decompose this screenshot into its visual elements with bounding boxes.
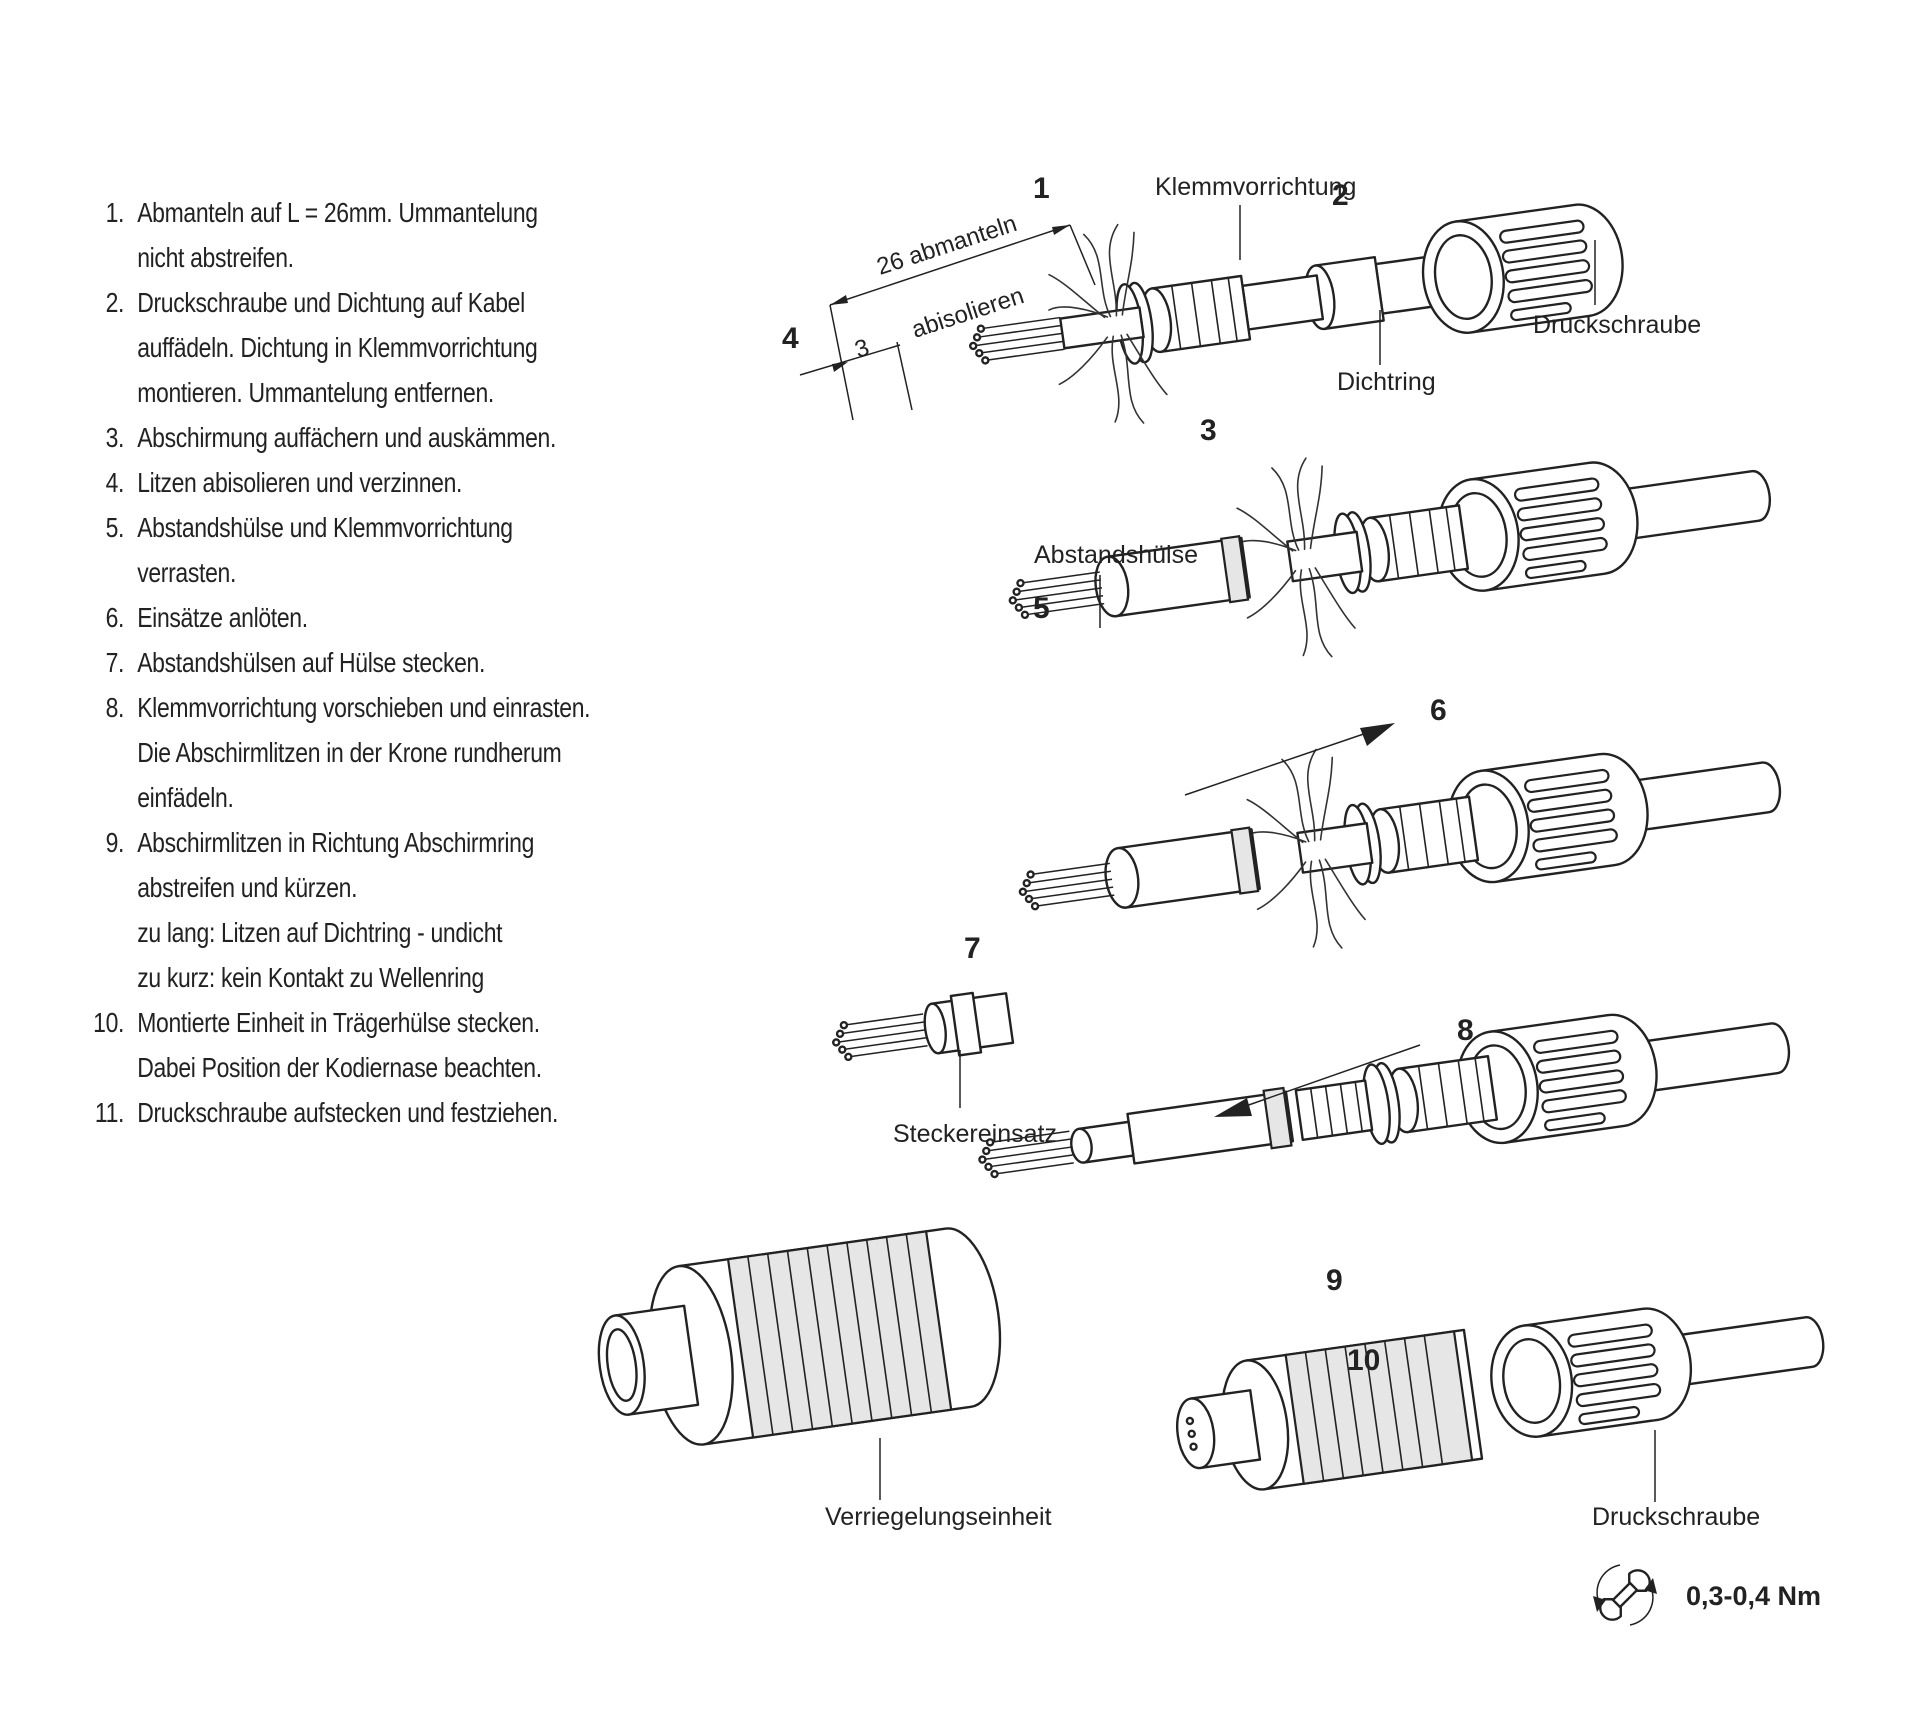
instruction-item: 10. Montierte Einheit in Trägerhülse stec… xyxy=(88,1000,547,1090)
instruction-text-line: Klemmvorrichtung vorschieben und einrast… xyxy=(137,692,591,723)
rotate-arrows-icon xyxy=(1593,1564,1657,1626)
instruction-text-line: montieren. Ummantelung entfernen. xyxy=(137,377,494,408)
instruction-item: 2. Druckschraube und Dichtung auf Kabel au… xyxy=(88,280,547,415)
instruction-text-line: Litzen abisolieren und verzinnen. xyxy=(137,467,463,498)
instruction-text-line: Die Abschirmlitzen in der Krone rundheru… xyxy=(137,737,562,768)
instruction-text-line: Druckschraube und Dichtung auf Kabel xyxy=(137,287,525,318)
instruction-item: 5. Abstandshülse und Klemmvorrichtung verr… xyxy=(88,505,547,595)
instruction-item: 1. Abmanteln auf L = 26mm. Ummantelung nic… xyxy=(88,190,547,280)
torque-value: 0,3-0,4 Nm xyxy=(1686,1581,1821,1611)
instruction-text-line: einfädeln. xyxy=(137,782,234,813)
instruction-text-line: Abstandshülsen auf Hülse stecken. xyxy=(137,647,486,678)
instruction-item: 11. Druckschraube aufstecken und festzieh… xyxy=(88,1090,559,1135)
instruction-text-line: Dabei Position der Kodiernase beachten. xyxy=(137,1052,542,1083)
instruction-text-line: Druckschraube aufstecken und festziehen. xyxy=(137,1097,559,1128)
label-druckschraube-bottom: Druckschraube xyxy=(1592,1503,1760,1531)
instruction-text-line: auffädeln. Dichtung in Klemmvorrichtung xyxy=(137,332,538,363)
instruction-number: 5. xyxy=(105,512,125,543)
step-number-9: 9 xyxy=(1326,1264,1343,1297)
instruction-number: 7. xyxy=(105,647,125,678)
step-number-4: 4 xyxy=(782,322,799,355)
step-number-6: 6 xyxy=(1430,694,1447,727)
instruction-number: 9. xyxy=(105,827,125,858)
arrow-push-right xyxy=(1184,723,1395,796)
arrow-push-left xyxy=(1214,1044,1421,1117)
druckschraube-nut-10 xyxy=(1483,1302,1700,1444)
verriegelungseinheit-part xyxy=(597,1227,1002,1446)
dimension-abmanteln: 26 abmanteln xyxy=(874,210,1021,281)
instruction-text-line: verrasten. xyxy=(137,557,237,588)
instruction-item: 9. Abschirmlitzen in Richtung Abschirmrin… xyxy=(88,820,547,1000)
dimension-abisolieren: abisolieren xyxy=(909,282,1028,344)
step-number-2: 2 xyxy=(1332,179,1349,212)
instruction-item: 7. Abstandshülsen auf Hülse stecken. xyxy=(88,640,547,685)
leader-lines xyxy=(879,205,1656,1502)
instruction-number: 2. xyxy=(105,287,125,318)
label-druckschraube-top: Druckschraube xyxy=(1533,311,1701,339)
instruction-text-line: Abschirmung auffächern und auskämmen. xyxy=(137,422,557,453)
instruction-number: 8. xyxy=(105,692,125,723)
label-abstandshuelse: Abstandshülse xyxy=(1034,541,1198,569)
instruction-text-line: nicht abstreifen. xyxy=(137,242,294,273)
dimension-lines xyxy=(799,224,1096,421)
instruction-number: 11. xyxy=(94,1097,125,1128)
label-dichtring: Dichtring xyxy=(1337,368,1436,396)
instruction-number: 4. xyxy=(105,467,125,498)
instruction-number: 10. xyxy=(93,1007,125,1038)
stage-3-soldered xyxy=(1016,745,1785,960)
instruction-text-line: Abmanteln auf L = 26mm. Ummantelung xyxy=(137,197,538,228)
stage-10-final xyxy=(1176,1302,1828,1491)
label-verriegelungseinheit: Verriegelungseinheit xyxy=(825,1503,1052,1531)
instruction-text-line: zu lang: Litzen auf Dichtring - undicht xyxy=(137,917,503,948)
step-number-3: 3 xyxy=(1200,414,1217,447)
instruction-text-line: Montierte Einheit in Trägerhülse stecken… xyxy=(137,1007,540,1038)
step-number-10: 10 xyxy=(1347,1344,1380,1377)
steckereinsatz-part xyxy=(829,991,1015,1063)
instruction-item: 8. Klemmvorrichtung vorschieben und einra… xyxy=(88,685,591,820)
instruction-text-line: zu kurz: kein Kontakt zu Wellenring xyxy=(137,962,484,993)
step-number-1: 1 xyxy=(1033,172,1050,205)
stage-1-cable-prep xyxy=(966,198,1631,435)
instruction-item: 3. Abschirmung auffächern und auskämmen. xyxy=(88,415,557,460)
instruction-text-line: Abstandshülse und Klemmvorrichtung xyxy=(137,512,513,543)
step-number-5: 5 xyxy=(1033,592,1050,625)
instruction-text-line: abstreifen und kürzen. xyxy=(137,872,358,903)
label-steckereinsatz: Steckereinsatz xyxy=(893,1120,1057,1148)
torque-annotation: 0,3-0,4 Nm xyxy=(1593,1564,1821,1626)
instruction-item: 6. Einsätze anlöten. xyxy=(88,595,547,640)
instruction-text-line: Einsätze anlöten. xyxy=(137,602,308,633)
stage-2-spacer xyxy=(1006,453,1775,669)
instruction-item: 4. Litzen abisolieren und verzinnen. xyxy=(88,460,547,505)
stage-4-assembled xyxy=(975,1008,1794,1181)
instruction-list: 1. Abmanteln auf L = 26mm. Ummantelung nic… xyxy=(88,190,648,1135)
instruction-text-line: Abschirmlitzen in Richtung Abschirmring xyxy=(137,827,535,858)
instruction-number: 3. xyxy=(105,422,125,453)
label-klemmvorrichtung: Klemmvorrichtung xyxy=(1155,173,1356,201)
step-number-8: 8 xyxy=(1457,1014,1474,1047)
instruction-number: 6. xyxy=(105,602,125,633)
step-number-7: 7 xyxy=(964,932,981,965)
instruction-number: 1. xyxy=(105,197,125,228)
